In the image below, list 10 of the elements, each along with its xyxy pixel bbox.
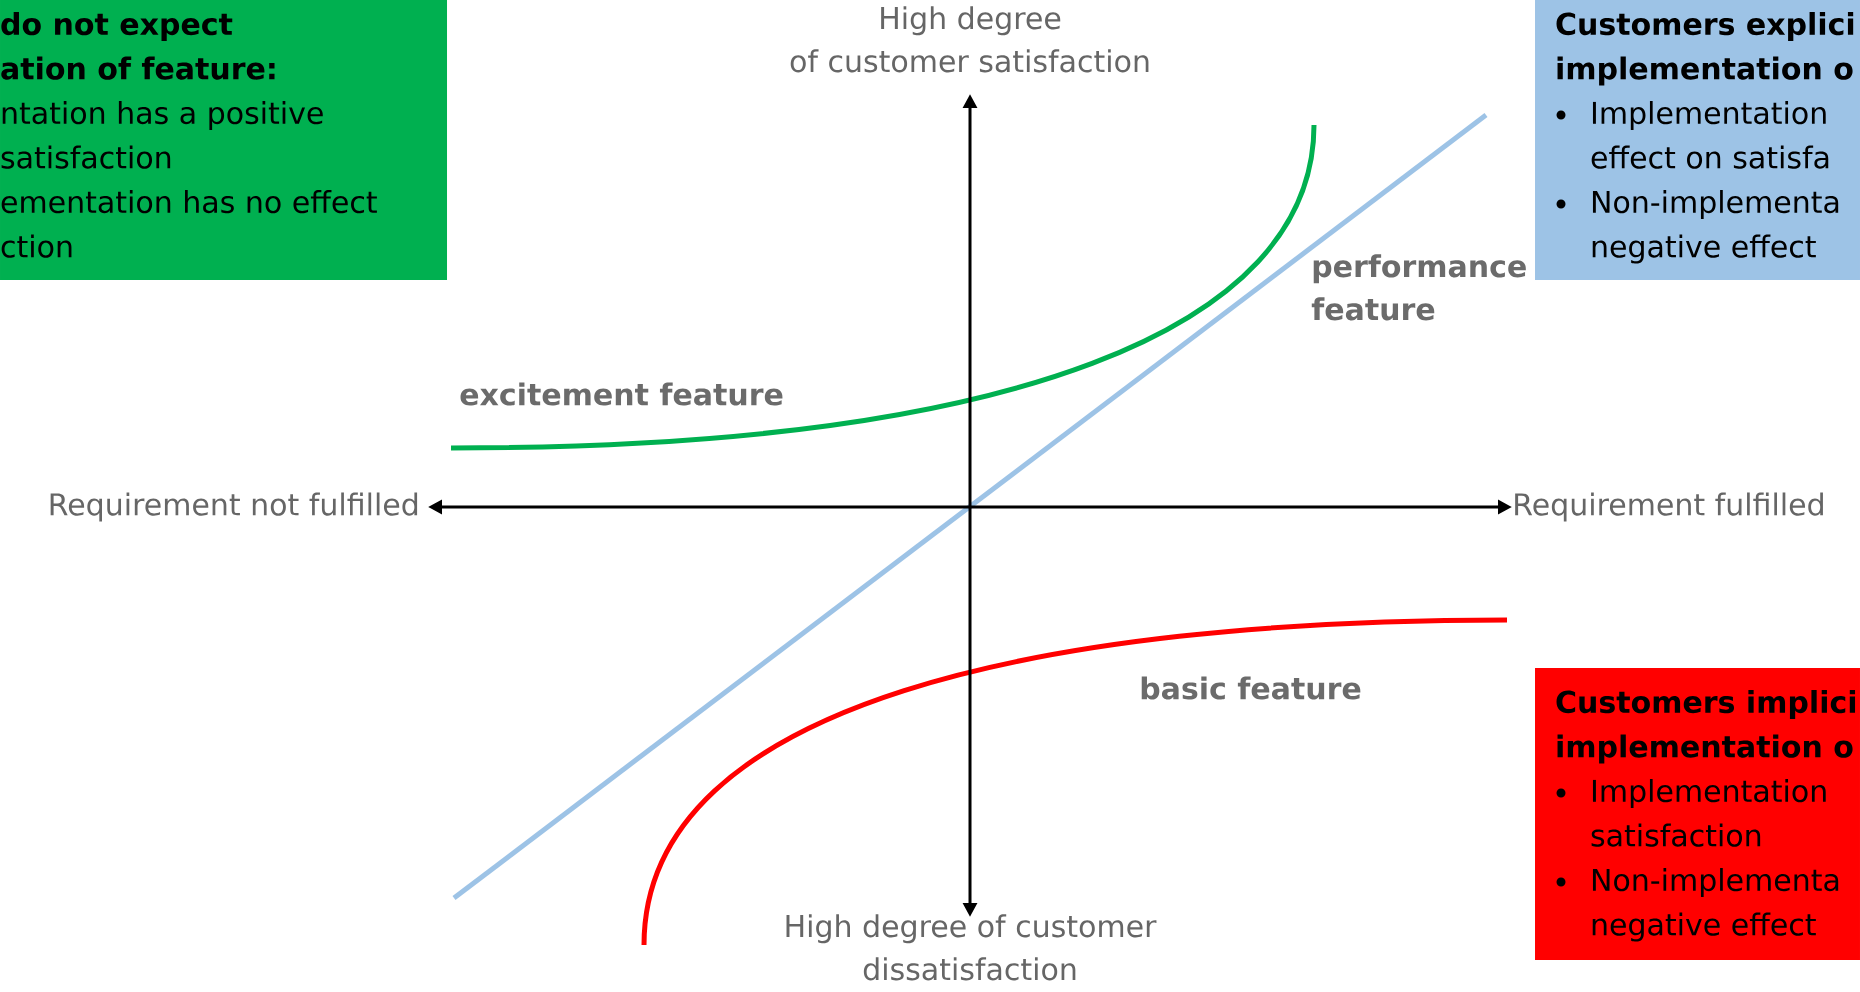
note-box: Customers implici implementation o Implementation satisfaction Non-implementa negative effect	[1535, 668, 1860, 960]
axis-label: High degree of customer satisfaction	[790, 6, 1149, 73]
note-box: do not expect ation of feature: ntation has a positive satisfaction ementation has no effect ction	[0, 0, 447, 280]
axis-label: Requirement fulfilled	[1515, 492, 1823, 522]
axis-label: High degree of customer dissatisfaction	[786, 914, 1157, 981]
axis-label: Requirement not fulfilled	[50, 492, 418, 522]
curve-label: excitement feature	[460, 382, 783, 406]
note-box: Customers explici implementation o Implementation effect on satisfa Non-implementa negative effect	[1535, 0, 1860, 280]
curve-label: performance feature	[1311, 254, 1526, 321]
curve-label: basic feature	[1141, 676, 1361, 700]
